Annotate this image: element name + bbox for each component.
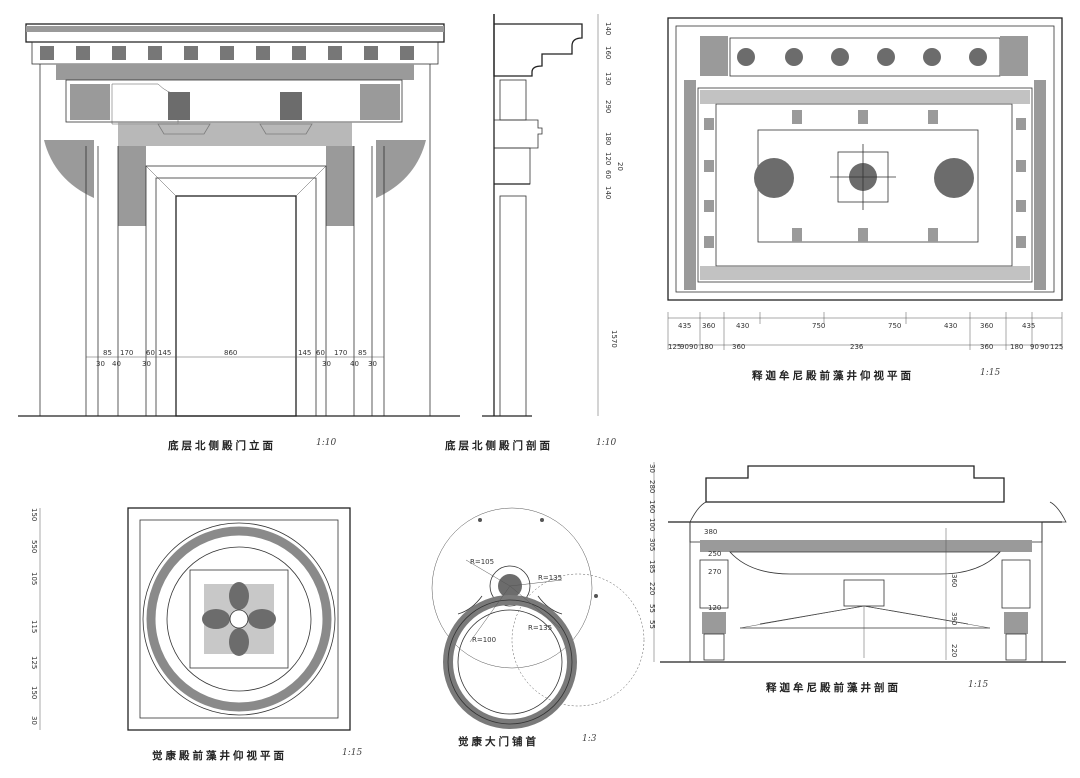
dim-label: 85 bbox=[103, 349, 112, 357]
dim-label: 90 bbox=[680, 343, 689, 351]
shakyamuni-section-scale: 1:15 bbox=[968, 680, 989, 690]
door-knocker-scale: 1:3 bbox=[582, 734, 597, 744]
door-section-scale: 1:10 bbox=[596, 438, 617, 448]
dim-label: 130 bbox=[604, 72, 612, 85]
dim-label: 160 bbox=[648, 500, 656, 513]
dim-label: 90 bbox=[1040, 343, 1049, 351]
dim-label: 30 bbox=[368, 360, 377, 368]
dim-label: 120 bbox=[708, 604, 721, 612]
dim-label: 250 bbox=[708, 550, 721, 558]
dim-label: 170 bbox=[334, 349, 347, 357]
dim-label: R=135 bbox=[538, 574, 562, 582]
door-elevation-title: 底层北侧殿门立面 bbox=[168, 440, 276, 452]
dim-label: 125 bbox=[668, 343, 681, 351]
dim-label: 30 bbox=[322, 360, 331, 368]
dim-label: 220 bbox=[950, 644, 958, 657]
dim-label: 750 bbox=[812, 322, 825, 330]
dim-label: 550 bbox=[30, 540, 38, 553]
door-section-drawing bbox=[482, 14, 599, 417]
dim-label: 180 bbox=[1010, 343, 1023, 351]
shakyamuni-caisson-plan-drawing bbox=[667, 17, 1063, 350]
dim-label: 120 bbox=[604, 152, 612, 165]
dim-label: 180 bbox=[604, 132, 612, 145]
dim-label: 750 bbox=[888, 322, 901, 330]
dim-label: R=100 bbox=[472, 636, 496, 644]
dim-label: R=135 bbox=[528, 624, 552, 632]
dim-label: 55 bbox=[648, 604, 656, 613]
dim-label: 90 bbox=[689, 343, 698, 351]
dim-label: 115 bbox=[30, 620, 38, 633]
dim-label: 360 bbox=[980, 343, 993, 351]
dim-label: 140 bbox=[604, 22, 612, 35]
dim-label: 60 bbox=[604, 170, 612, 179]
dim-label: 60 bbox=[146, 349, 155, 357]
dim-label: 160 bbox=[604, 46, 612, 59]
dim-label: 290 bbox=[604, 100, 612, 113]
dim-label: 30 bbox=[96, 360, 105, 368]
dim-label: 430 bbox=[944, 322, 957, 330]
dim-label: 60 bbox=[316, 349, 325, 357]
shakyamuni-plan-scale: 1:15 bbox=[980, 368, 1001, 378]
door-elevation-drawing bbox=[18, 23, 460, 417]
dim-label: 180 bbox=[700, 343, 713, 351]
dim-label: R=105 bbox=[470, 558, 494, 566]
dim-label: 220 bbox=[648, 582, 656, 595]
dim-label: 20 bbox=[616, 162, 624, 171]
dim-label: 125 bbox=[1050, 343, 1063, 351]
dim-label: 430 bbox=[736, 322, 749, 330]
dim-label: 30 bbox=[142, 360, 151, 368]
dim-label: 390 bbox=[950, 612, 958, 625]
dim-label: 85 bbox=[358, 349, 367, 357]
dim-label: 270 bbox=[708, 568, 721, 576]
dim-label: 360 bbox=[980, 322, 993, 330]
dim-label: 380 bbox=[704, 528, 717, 536]
shakyamuni-caisson-section-drawing bbox=[653, 462, 1067, 663]
door-elevation-scale: 1:10 bbox=[316, 438, 337, 448]
dim-label: 150 bbox=[30, 508, 38, 521]
dim-label: 40 bbox=[350, 360, 359, 368]
dim-label: 150 bbox=[30, 686, 38, 699]
dim-label: 55 bbox=[648, 620, 656, 629]
dim-label: 305 bbox=[648, 538, 656, 551]
dim-label: 1570 bbox=[610, 330, 618, 348]
dim-label: 170 bbox=[120, 349, 133, 357]
shakyamuni-plan-title: 释迦牟尼殿前藻井仰视平面 bbox=[752, 370, 914, 382]
jokhang-plan-scale: 1:15 bbox=[342, 748, 363, 758]
dim-label: 280 bbox=[648, 480, 656, 493]
door-knocker-title: 觉康大门铺首 bbox=[458, 736, 539, 748]
jokhang-caisson-plan-drawing bbox=[39, 507, 351, 731]
dim-label: 435 bbox=[1022, 322, 1035, 330]
dim-label: 360 bbox=[702, 322, 715, 330]
dim-label: 360 bbox=[950, 574, 958, 587]
dim-label: 100 bbox=[648, 518, 656, 531]
dim-label: 90 bbox=[1030, 343, 1039, 351]
door-knocker-drawing bbox=[431, 507, 645, 729]
dim-label: 145 bbox=[158, 349, 171, 357]
dim-label: 125 bbox=[30, 656, 38, 669]
door-section-title: 底层北侧殿门剖面 bbox=[445, 440, 553, 452]
dim-label: 860 bbox=[224, 349, 237, 357]
dim-label: 105 bbox=[30, 572, 38, 585]
dim-label: 30 bbox=[648, 464, 656, 473]
dim-label: 40 bbox=[112, 360, 121, 368]
dim-label: 236 bbox=[850, 343, 864, 351]
shakyamuni-section-title: 释迦牟尼殿前藻井剖面 bbox=[766, 682, 901, 694]
jokhang-plan-title: 觉康殿前藻井仰视平面 bbox=[152, 750, 287, 762]
dim-label: 140 bbox=[604, 186, 612, 199]
dim-label: 145 bbox=[298, 349, 311, 357]
dim-label: 435 bbox=[678, 322, 691, 330]
dim-label: 30 bbox=[30, 716, 38, 725]
dim-label: 185 bbox=[648, 560, 656, 573]
dim-label: 360 bbox=[732, 343, 745, 351]
